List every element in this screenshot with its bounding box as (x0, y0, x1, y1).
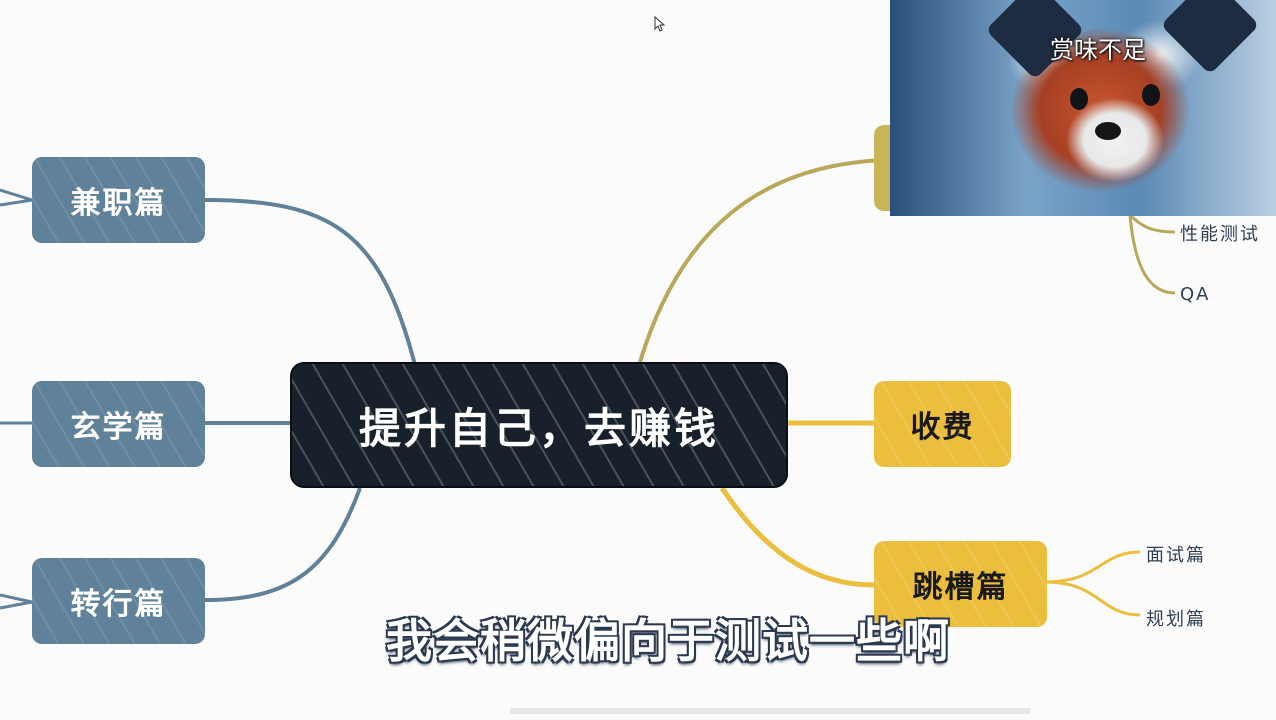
link-jump-interview (1044, 550, 1141, 584)
node-fees[interactable]: 收费 (874, 381, 1011, 467)
node-career-change-label: 转行篇 (70, 587, 167, 622)
link-center-parttime (204, 198, 417, 366)
nose-shape (1095, 122, 1121, 140)
link-center-career-change (204, 487, 362, 602)
mouse-cursor-icon (654, 16, 666, 32)
eye-right-shape (1142, 84, 1160, 106)
node-parttime-label: 兼职篇 (70, 186, 167, 221)
ear-right-shape (1160, 0, 1260, 75)
node-metaphysics[interactable]: 玄学篇 (32, 381, 205, 467)
webcam-video-overlay: 赏味不足 (890, 0, 1276, 216)
bottom-progress-strip (510, 708, 1030, 714)
node-fees-label: 收费 (910, 410, 975, 445)
link-topright-perf (1128, 213, 1176, 234)
leaf-performance-test[interactable]: 性能测试 (1180, 224, 1260, 245)
leaf-qa[interactable]: QA (1180, 284, 1211, 305)
subtitle-caption: 我会稍微偏向于测试一些啊 (386, 614, 950, 668)
link-center-jump (719, 486, 875, 588)
link-center-topright (638, 158, 886, 363)
node-parttime[interactable]: 兼职篇 (32, 157, 205, 243)
link-parttime-offscreen (0, 188, 33, 207)
leaf-interview[interactable]: 面试篇 (1146, 545, 1206, 566)
node-metaphysics-label: 玄学篇 (70, 410, 167, 445)
node-jump-label: 跳槽篇 (912, 570, 1009, 605)
node-center[interactable]: 提升自己，去赚钱 (290, 362, 788, 488)
link-career-offscreen (0, 593, 33, 610)
node-jump[interactable]: 跳槽篇 (874, 541, 1047, 627)
link-topright-qa (1128, 214, 1176, 295)
link-jump-planning (1044, 580, 1141, 617)
eye-left-shape (1070, 88, 1088, 110)
node-career-change[interactable]: 转行篇 (32, 558, 205, 644)
node-center-label: 提升自己，去赚钱 (358, 403, 719, 453)
video-caption: 赏味不足 (1050, 36, 1146, 64)
leaf-planning[interactable]: 规划篇 (1146, 609, 1206, 630)
